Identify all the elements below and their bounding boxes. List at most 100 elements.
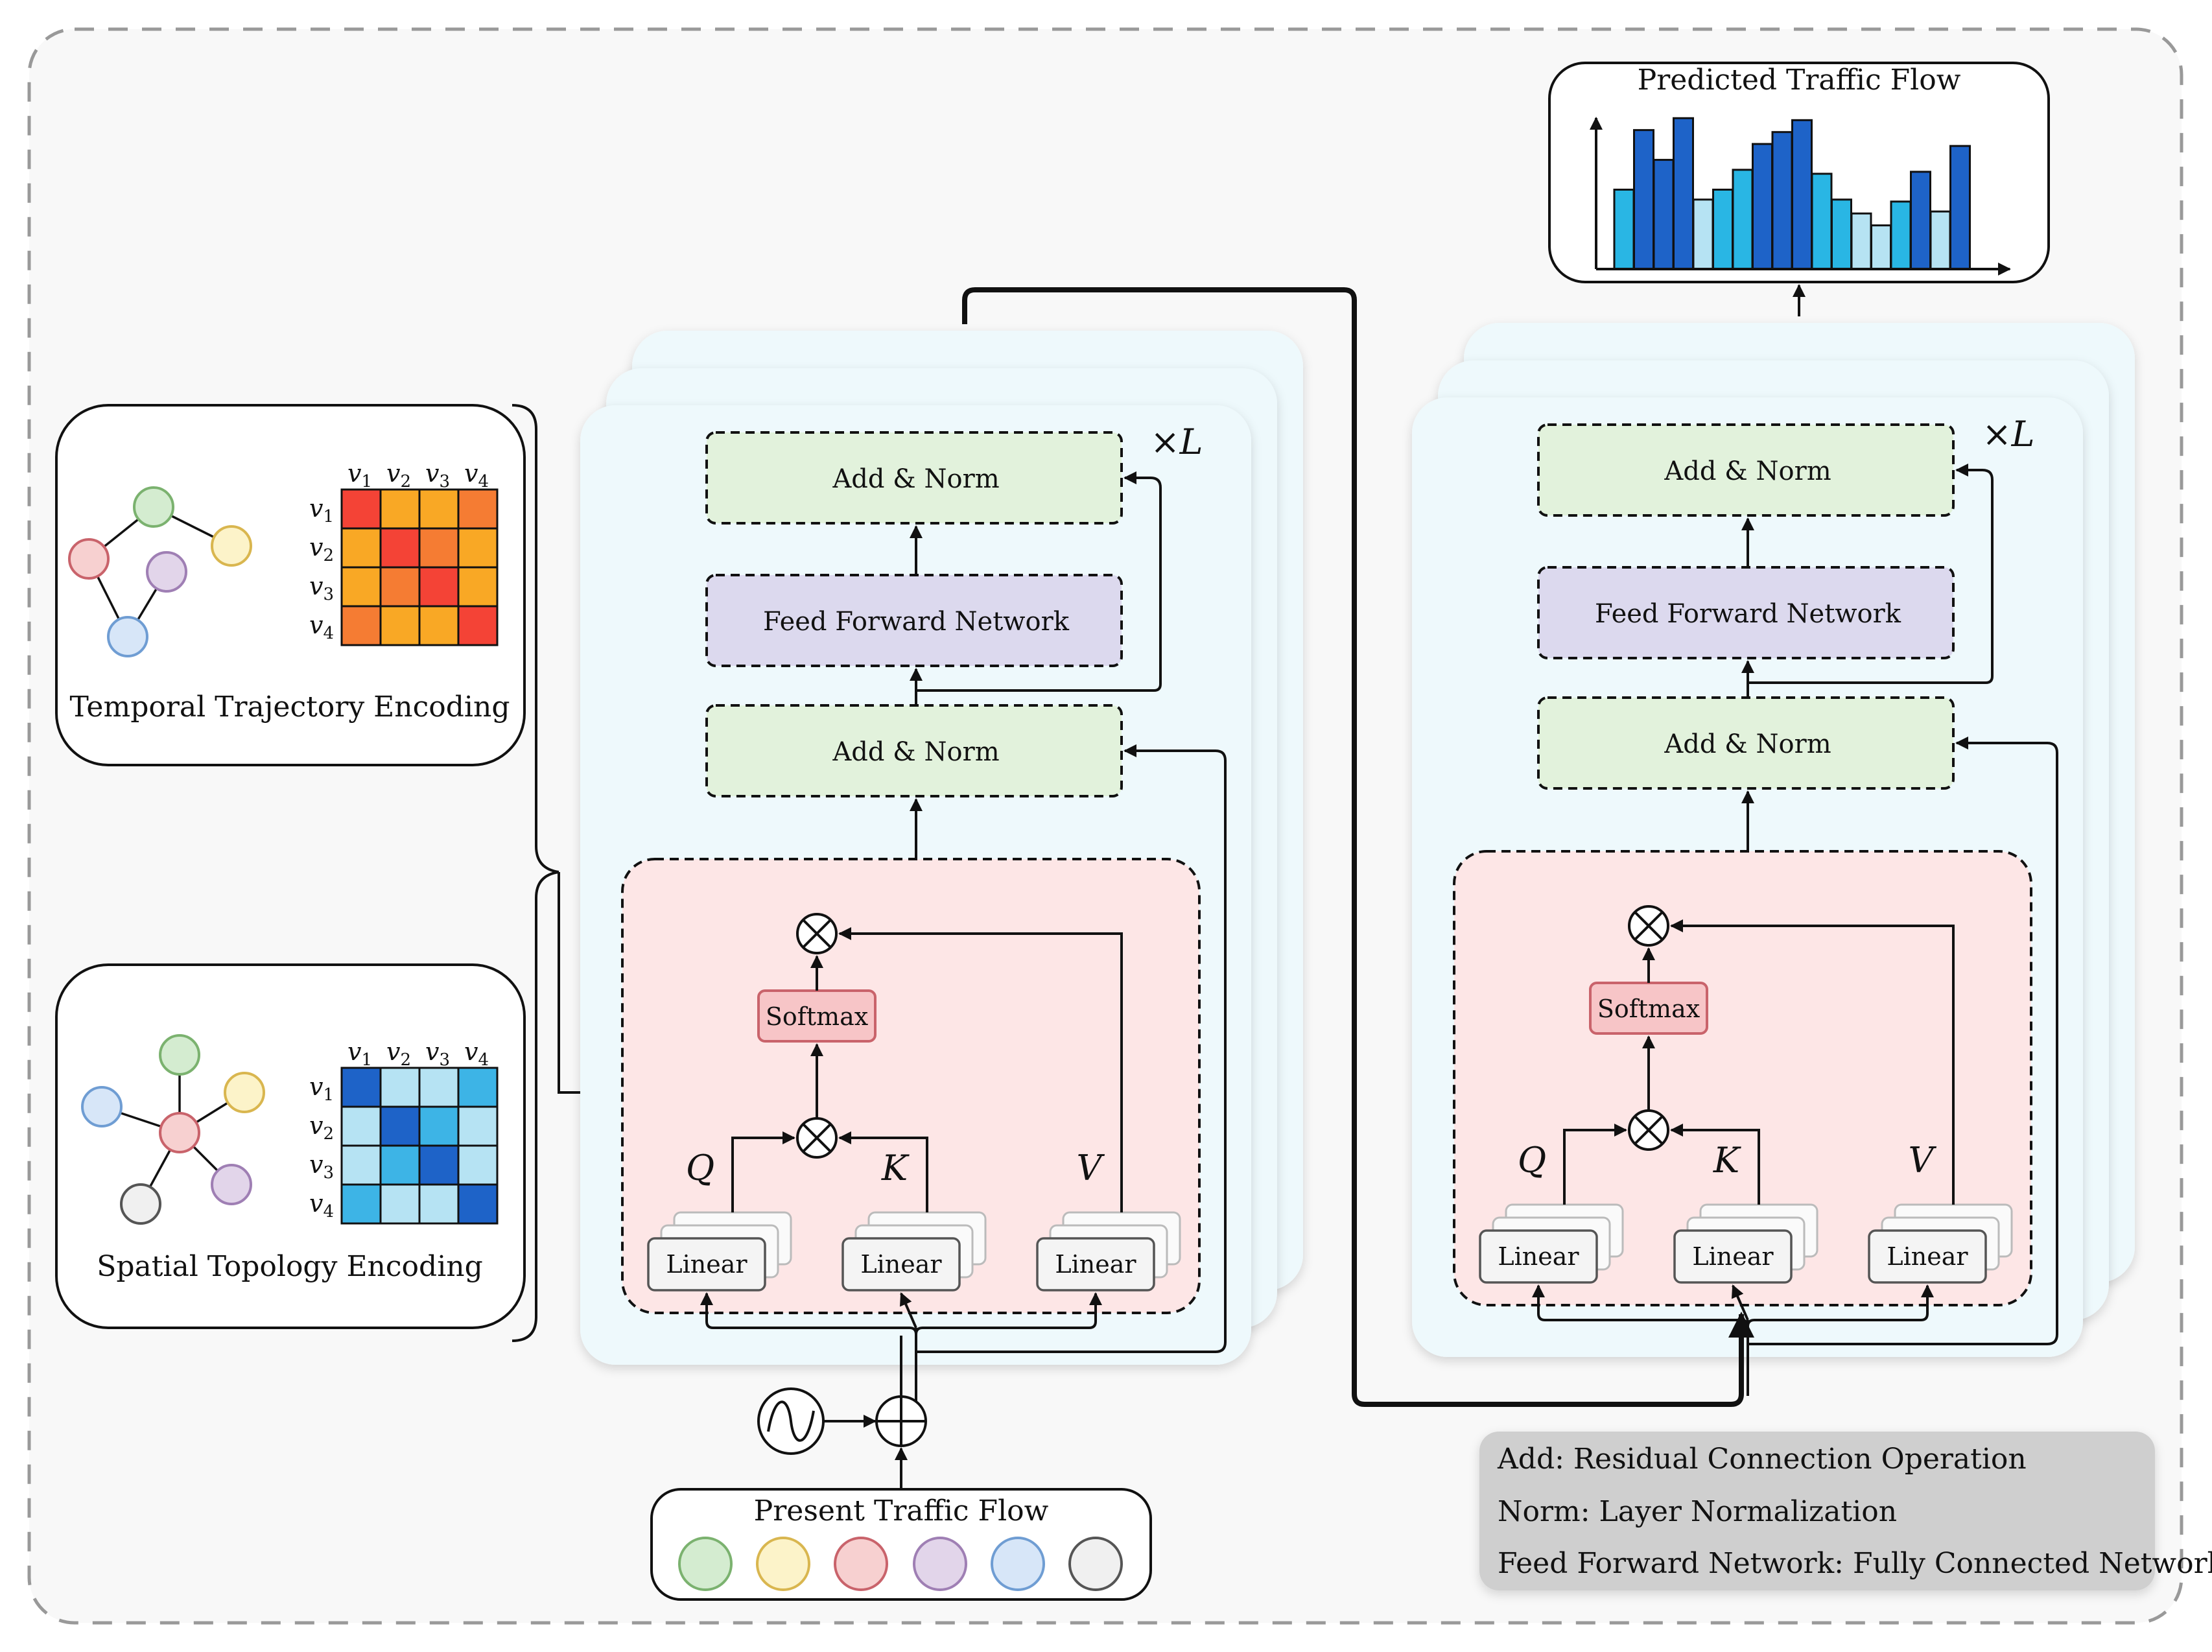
- chart-bar: [1870, 224, 1892, 270]
- matrix-row-label: v2: [309, 1111, 334, 1144]
- temporal-node: [68, 538, 110, 580]
- v-label: V: [1909, 1140, 1937, 1181]
- matrix-cell: [457, 1144, 499, 1186]
- chart-bar: [1732, 169, 1754, 270]
- spatial-graph: [81, 1034, 265, 1225]
- feed-forward-network: [705, 574, 1123, 667]
- chart-bar: [1653, 159, 1675, 270]
- matrix-row-label: v1: [309, 1072, 334, 1105]
- linear-k-box: [841, 1237, 961, 1292]
- matrix-row-label: v3: [309, 572, 334, 604]
- chart-bar: [1613, 189, 1635, 270]
- add-norm-top-label: Add & Norm: [1664, 456, 1831, 486]
- add-norm-top-label: Add & Norm: [832, 464, 999, 494]
- linear-k-box: [1673, 1229, 1793, 1284]
- matrix-cell: [379, 488, 421, 530]
- matrix-col-label: v1: [347, 1037, 372, 1070]
- v-to-mult-arrow: [838, 927, 1123, 1212]
- matrix-cell: [418, 1183, 460, 1225]
- spatial-brace: [512, 871, 559, 1342]
- linear-q-box: [647, 1237, 766, 1292]
- linear-label: Linear: [1055, 1250, 1136, 1279]
- matrix-cell: [457, 1183, 499, 1225]
- temporal-node: [146, 551, 187, 593]
- matrix-cell: [340, 566, 382, 608]
- spatial-title: Spatial Topology Encoding: [97, 1250, 483, 1283]
- softmax-label: Softmax: [1597, 995, 1700, 1023]
- temporal-node: [133, 486, 174, 528]
- matrix-cell: [379, 1183, 421, 1225]
- matrix-cell: [379, 605, 421, 646]
- chart-bar: [1831, 198, 1852, 270]
- input-to-v-arrow: [915, 1292, 1102, 1335]
- matrix-row-label: v1: [309, 494, 334, 526]
- temporal-encoding-panel: v1 v1 v2 v2 v3 v3 v4 v4 Temporal Trajectory Enc…: [55, 404, 526, 766]
- q-label: Q: [1518, 1140, 1546, 1181]
- k-to-mult-arrow: [838, 1131, 928, 1212]
- temporal-brace: [512, 404, 559, 873]
- matrix-row-label: v4: [309, 611, 334, 643]
- present-traffic-flow-panel: Present Traffic Flow: [650, 1488, 1152, 1601]
- matrix-cell: [418, 1105, 460, 1147]
- bar-chart: [1613, 117, 1971, 270]
- output-title: Predicted Traffic Flow: [1638, 64, 1961, 97]
- matrix-col-label: v4: [464, 459, 489, 491]
- input-node: [834, 1537, 888, 1591]
- matrix-col-label: v3: [425, 1037, 450, 1070]
- matrix-cell: [418, 488, 460, 530]
- chart-bar: [1712, 189, 1734, 270]
- matrix-cell: [379, 1067, 421, 1108]
- spatial-node: [159, 1112, 200, 1153]
- predicted-traffic-flow-panel: Predicted Traffic Flow: [1548, 62, 2050, 283]
- matrix-row-label: v2: [309, 533, 334, 565]
- add-norm-top: [705, 431, 1123, 525]
- input-node: [991, 1537, 1045, 1591]
- softmax-label: Softmax: [766, 1002, 868, 1031]
- chart-bar: [1890, 200, 1912, 270]
- q-to-mult-arrow: [1563, 1124, 1627, 1205]
- chart-bar: [1692, 198, 1714, 270]
- linear-label: Linear: [666, 1250, 747, 1279]
- matrix-col-label: v1: [347, 459, 372, 491]
- add-norm-bottom: [705, 704, 1123, 797]
- chart-bar: [1673, 117, 1694, 270]
- matrix-cell: [340, 488, 382, 530]
- matrix-cell: [340, 1105, 382, 1147]
- spatial-node: [120, 1183, 161, 1225]
- linear-q-box: [1479, 1229, 1598, 1284]
- matrix-cell: [379, 566, 421, 608]
- linear-label: Linear: [1887, 1242, 1968, 1271]
- matrix-col-label: v3: [425, 459, 450, 491]
- chart-bar: [1811, 172, 1833, 270]
- add-norm-bottom-label: Add & Norm: [1664, 729, 1831, 759]
- matrix-cell: [340, 527, 382, 569]
- q-label: Q: [686, 1148, 714, 1188]
- input-node: [756, 1537, 810, 1591]
- chart-bar: [1633, 129, 1654, 270]
- input-add-symbol: [875, 1395, 927, 1447]
- legend-item: Add: Residual Connection Operation: [1497, 1443, 2027, 1476]
- matrix-col-label: v2: [386, 459, 411, 491]
- add-norm-bottom: [1537, 696, 1955, 790]
- feed-forward-network-label: Feed Forward Network: [1595, 599, 1901, 629]
- input-title: Present Traffic Flow: [754, 1494, 1049, 1528]
- residual-skip-ffn: [1748, 464, 1994, 684]
- linear-v-box: [1868, 1229, 1987, 1284]
- matrix-cell: [418, 566, 460, 608]
- legend-item: Norm: Layer Normalization: [1498, 1495, 1897, 1528]
- block-link-arrow: [962, 287, 1754, 1407]
- positional-encoding-symbol: [757, 1387, 825, 1455]
- temporal-title: Temporal Trajectory Encoding: [70, 690, 510, 724]
- matrix-col-label: v2: [386, 1037, 411, 1070]
- matrix-cell: [418, 1067, 460, 1108]
- matrix-cell: [379, 527, 421, 569]
- spatial-node: [224, 1072, 265, 1113]
- matrix-cell: [457, 527, 499, 569]
- chart-bar: [1752, 143, 1773, 270]
- v-to-mult-arrow: [1670, 919, 1955, 1205]
- matrix-cell: [340, 605, 382, 646]
- matrix-cell: [457, 566, 499, 608]
- chart-bar: [1771, 131, 1793, 270]
